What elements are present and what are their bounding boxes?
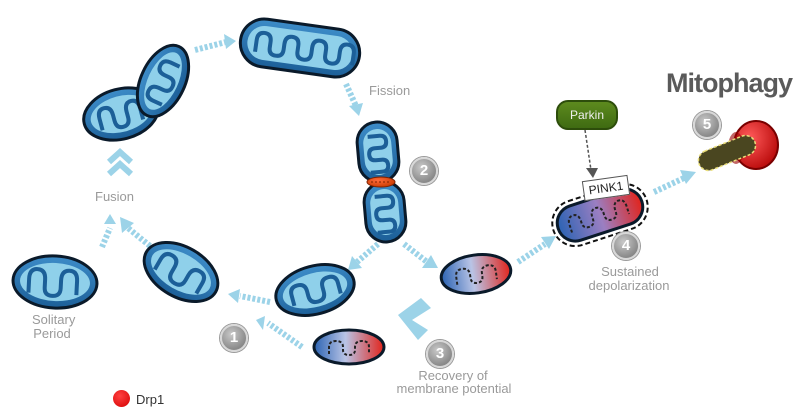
fusion-label: Fusion	[95, 189, 135, 204]
drp1-ring	[366, 176, 396, 188]
recovery-label-line2: membrane potential	[396, 381, 512, 396]
drp1-legend-swatch	[113, 390, 130, 407]
mitochondrion-fission	[355, 120, 408, 244]
step-badge-3: 3	[426, 340, 454, 368]
mitochondrion-recovering	[312, 328, 386, 366]
mitochondrion-solitary	[11, 254, 99, 310]
arrow-fission-down-right	[402, 241, 438, 268]
arrow-fission-down-left	[348, 241, 380, 270]
mitochondrion-fusion-lower	[142, 241, 220, 303]
step-badge-2: 2	[410, 157, 438, 185]
parkin-label: Parkin	[556, 100, 618, 130]
fusion-chevrons	[106, 147, 134, 177]
mitochondrion-elongated	[238, 17, 362, 79]
arrow-recovery-to-healthy	[256, 316, 304, 350]
mitophagy-title: Mitophagy	[666, 68, 793, 98]
arrow-fusion-to-top	[194, 34, 236, 53]
step-badge-4: 4	[612, 232, 640, 260]
arrow-parkin-to-pink1	[584, 129, 598, 178]
step-badge-5: 5	[693, 111, 721, 139]
step-badge-1: 1	[220, 324, 248, 352]
pathway-arrows	[99, 34, 696, 350]
solitary-label-line1: Solitary	[32, 312, 76, 327]
sustained-label-line2: depolarization	[588, 278, 670, 293]
drp1-legend-label: Drp1	[136, 392, 165, 407]
mitochondrion-fused-pair	[82, 43, 191, 142]
recovery-label-line1: Recovery of	[418, 368, 488, 383]
arrow-to-solitary	[228, 289, 271, 305]
recovery-arrow	[398, 298, 431, 340]
fission-label: Fission	[369, 83, 411, 98]
mitochondrion-daughter-healthy	[274, 263, 356, 317]
arrow-fusion-up-right	[120, 217, 152, 249]
arrow-fusion-up	[99, 214, 116, 249]
sustained-label-line1: Sustained	[601, 264, 659, 279]
arrow-to-mitophagy	[652, 170, 696, 195]
solitary-label-line2: Period	[33, 326, 71, 341]
arrow-top-to-fission	[343, 82, 363, 116]
mitochondrion-daughter-depolarized	[439, 253, 513, 295]
arrow-depolarized-to-pink1	[516, 236, 556, 265]
autophagosome	[697, 120, 779, 172]
